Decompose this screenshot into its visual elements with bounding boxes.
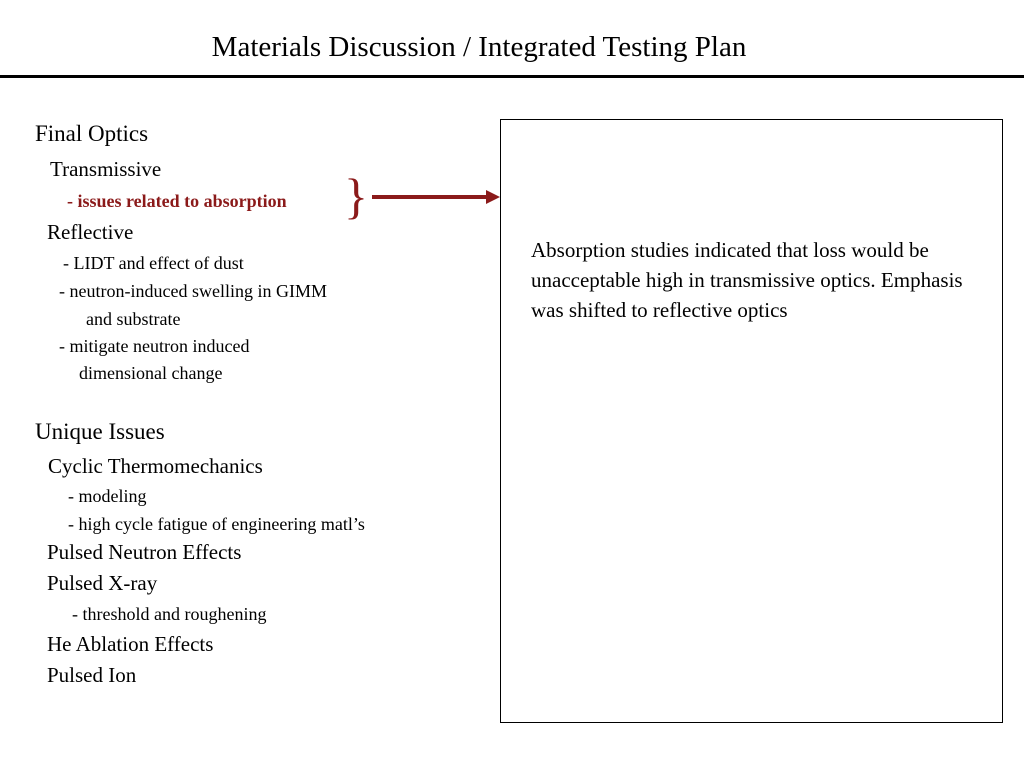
mitigate-item-continued: dimensional change [79, 363, 223, 383]
cyclic-thermomechanics-item: Cyclic Thermomechanics [48, 454, 263, 478]
reflective-item: Reflective [47, 220, 134, 244]
transmissive-item: Transmissive [50, 157, 162, 181]
brace-icon: } [344, 168, 368, 224]
lidt-item: - LIDT and effect of dust [63, 253, 244, 273]
mitigate-item: - mitigate neutron induced [59, 336, 250, 356]
absorption-issue-item: - issues related to absorption [67, 191, 287, 211]
he-ablation-item: He Ablation Effects [47, 632, 214, 656]
threshold-item: - threshold and roughening [72, 604, 267, 624]
modeling-item: - modeling [68, 486, 147, 506]
pulsed-neutron-item: Pulsed Neutron Effects [47, 540, 242, 564]
pulsed-xray-item: Pulsed X-ray [47, 571, 158, 595]
fatigue-item: - high cycle fatigue of engineering matl… [68, 514, 365, 534]
unique-issues-heading: Unique Issues [35, 419, 165, 444]
title-divider [0, 75, 1024, 78]
swelling-item-continued: and substrate [86, 309, 181, 329]
final-optics-heading: Final Optics [35, 121, 149, 146]
swelling-item: - neutron-induced swelling in GIMM [59, 281, 327, 301]
pulsed-ion-item: Pulsed Ion [47, 663, 137, 687]
callout-box: Absorption studies indicated that loss w… [500, 119, 1003, 723]
slide-title: Materials Discussion / Integrated Testin… [211, 31, 747, 63]
callout-text: Absorption studies indicated that loss w… [531, 238, 963, 322]
arrow-icon [372, 190, 500, 204]
